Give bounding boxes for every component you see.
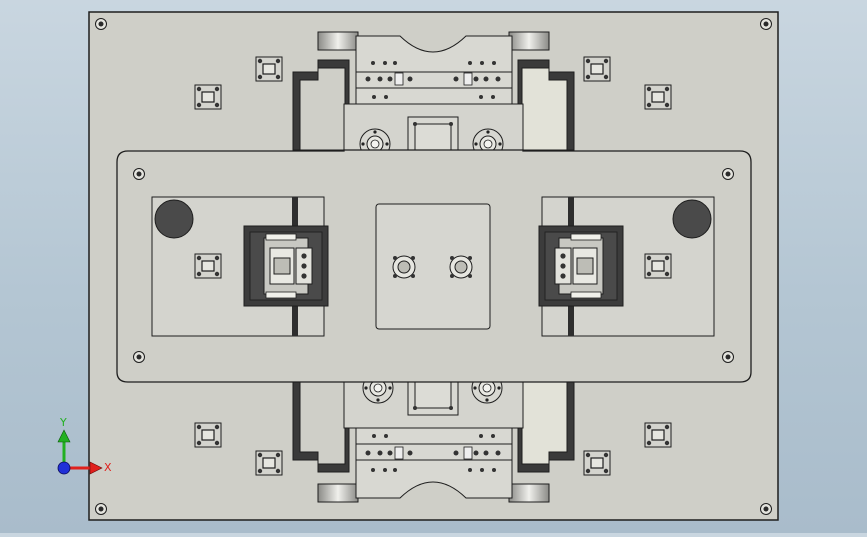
- left-fixture: [151, 196, 329, 337]
- x-axis-label: X: [104, 461, 112, 474]
- y-axis-label: Y: [59, 416, 67, 429]
- right-fixture: [538, 196, 715, 337]
- coordinate-triad: Y X: [57, 416, 112, 475]
- center-nest: [375, 203, 491, 330]
- top-slide-assembly: [292, 31, 575, 172]
- bottom-slide-assembly: [292, 360, 575, 503]
